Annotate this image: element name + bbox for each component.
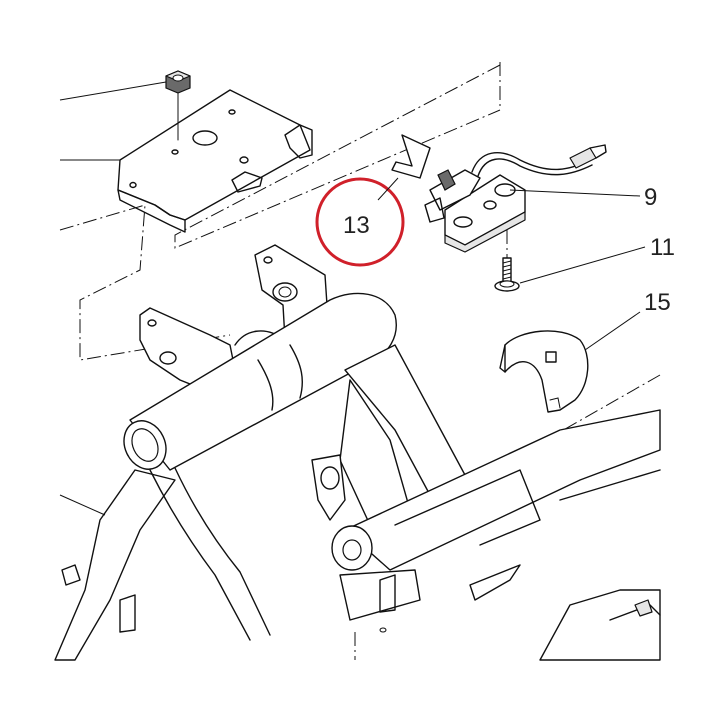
part-15-cover	[499, 330, 589, 413]
callout-9: 9	[644, 184, 657, 211]
callout-11: 11	[650, 234, 675, 261]
leader-line-11	[519, 246, 646, 284]
part-13-clip	[391, 134, 431, 179]
upper-mounting-bracket	[117, 89, 313, 233]
part-11-screw	[494, 230, 520, 292]
highlight-circle	[315, 177, 405, 267]
leader-line-15	[584, 311, 641, 351]
callout-15: 15	[644, 289, 671, 316]
callout-13: 13	[343, 212, 370, 239]
leader-line-nut	[59, 81, 167, 101]
leader-line-13	[377, 177, 399, 201]
leader-line-frame	[59, 494, 106, 516]
leader-line-9	[509, 189, 641, 197]
hex-nut	[165, 70, 191, 141]
motorcycle-frame	[54, 292, 661, 661]
part-9-sensor-switch	[424, 144, 607, 253]
